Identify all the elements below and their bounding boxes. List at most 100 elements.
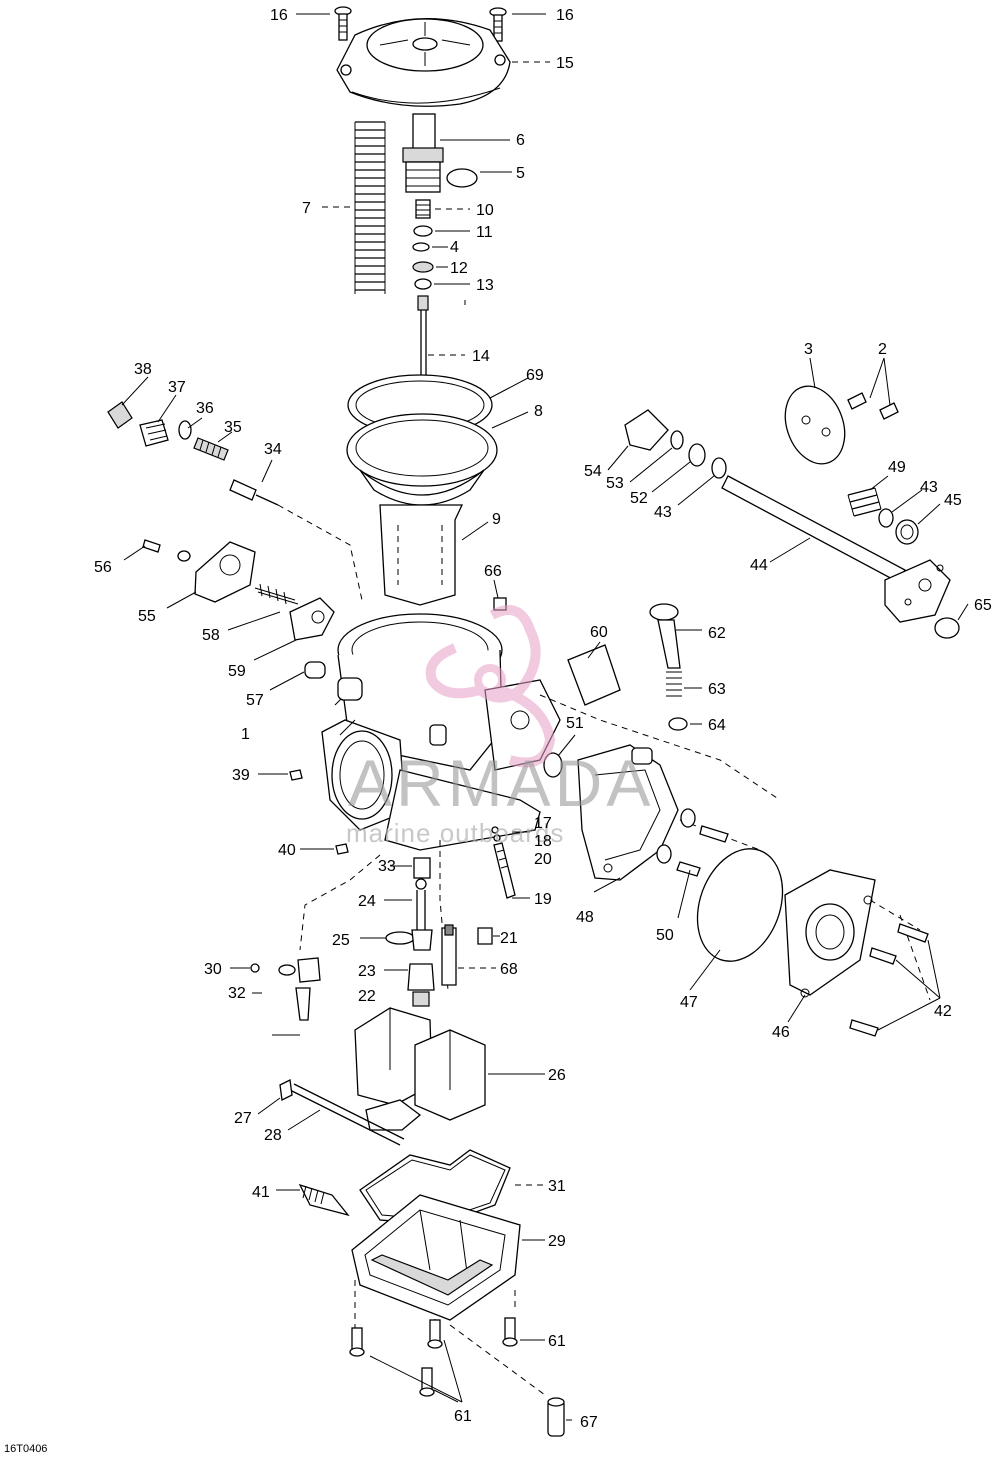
callout-27: 27 — [234, 1110, 252, 1127]
callout-61-right: 61 — [548, 1333, 566, 1350]
callout-1: 1 — [241, 726, 250, 743]
callout-51: 51 — [566, 715, 584, 732]
pump-diaphragm — [696, 848, 784, 962]
callout-34: 34 — [264, 441, 282, 458]
callout-65: 65 — [974, 597, 992, 614]
callout-16: 16 — [270, 7, 288, 24]
callout-30: 30 — [204, 961, 222, 978]
callout-42: 42 — [934, 1003, 952, 1020]
callout-56: 56 — [94, 559, 112, 576]
idle-screw-group — [107, 401, 363, 601]
callout-44: 44 — [750, 557, 768, 574]
callout-24: 24 — [358, 893, 376, 910]
throttle-shaft — [721, 475, 951, 623]
callout-20: 20 — [534, 851, 552, 868]
choke-plunger-group — [142, 539, 335, 679]
carburetor-body — [321, 597, 561, 851]
watermark-brand: ARMADA — [348, 746, 654, 820]
callout-66: 66 — [484, 563, 502, 580]
callout-10: 10 — [476, 202, 494, 219]
callout-43-left: 43 — [654, 504, 672, 521]
callout-38: 38 — [134, 361, 152, 378]
main-spring — [354, 121, 386, 294]
callout-3: 3 — [804, 341, 813, 358]
callout-60: 60 — [590, 624, 608, 641]
callout-37: 37 — [168, 379, 186, 396]
callout-52: 52 — [630, 490, 648, 507]
callout-32: 32 — [228, 985, 246, 1002]
float-needle-valve — [250, 957, 321, 1036]
float — [279, 1007, 486, 1146]
callout-46: 46 — [772, 1024, 790, 1041]
fuel-inlet-parts — [567, 603, 688, 731]
watermark-tagline: marine outboards — [346, 818, 564, 848]
callout-31: 31 — [548, 1178, 566, 1195]
callout-57: 57 — [246, 692, 264, 709]
callout-9: 9 — [492, 511, 501, 528]
callout-22: 22 — [358, 988, 376, 1005]
callout-4: 4 — [450, 239, 459, 256]
callout-69: 69 — [526, 367, 544, 384]
callout-25: 25 — [332, 932, 350, 949]
callout-50: 50 — [656, 927, 674, 944]
callout-26: 26 — [548, 1067, 566, 1084]
screw-40 — [335, 843, 349, 855]
needle-holder — [402, 113, 444, 193]
callout-12: 12 — [450, 260, 468, 277]
callout-39: 39 — [232, 767, 250, 784]
callout-43-right: 43 — [920, 479, 938, 496]
callout-48: 48 — [576, 909, 594, 926]
watermark-logo — [425, 605, 556, 768]
callout-64: 64 — [708, 717, 726, 734]
callout-leaders — [121, 13, 969, 1421]
bowl-screws — [349, 1317, 518, 1397]
callout-36: 36 — [196, 400, 214, 417]
callout-29: 29 — [548, 1233, 566, 1250]
callout-67: 67 — [580, 1414, 598, 1431]
bowl-plug — [547, 1397, 565, 1437]
callout-61-bottom: 61 — [454, 1408, 472, 1425]
callout-49: 49 — [888, 459, 906, 476]
callout-5: 5 — [516, 165, 525, 182]
top-cover — [336, 18, 511, 107]
callout-14: 14 — [472, 348, 490, 365]
callout-18: 18 — [534, 833, 552, 850]
watermark: ARMADA marine outboards — [346, 605, 654, 848]
callout-33: 33 — [378, 858, 396, 875]
callout-16-right: 16 — [556, 7, 574, 24]
needle-small-parts — [412, 199, 434, 290]
return-spring — [847, 487, 919, 545]
float-bowl — [351, 1194, 521, 1321]
callout-63: 63 — [708, 681, 726, 698]
pilot-screw — [491, 826, 516, 899]
screw-top-right — [489, 7, 507, 42]
shaft-bushings — [624, 409, 727, 479]
callout-47: 47 — [680, 994, 698, 1011]
callout-58: 58 — [202, 627, 220, 644]
drain-screw — [298, 1183, 350, 1217]
callout-23: 23 — [358, 963, 376, 980]
callout-68: 68 — [500, 961, 518, 978]
jet-components — [385, 857, 493, 1007]
callout-6: 6 — [516, 132, 525, 149]
fuel-pump-body — [577, 744, 696, 881]
callout-40: 40 — [278, 842, 296, 859]
parts-drawing — [107, 6, 969, 1437]
screw-39 — [289, 769, 303, 781]
callout-55: 55 — [138, 608, 156, 625]
o-ring-51 — [543, 752, 563, 778]
callout-41: 41 — [252, 1184, 270, 1201]
throttle-plate — [784, 385, 899, 465]
callout-13: 13 — [476, 277, 494, 294]
callout-59: 59 — [228, 663, 246, 680]
callout-2: 2 — [878, 341, 887, 358]
callout-11: 11 — [476, 224, 493, 241]
callout-45: 45 — [944, 492, 962, 509]
shaft-cap — [934, 617, 960, 639]
diaphragm — [346, 374, 498, 506]
callout-7: 7 — [302, 200, 311, 217]
callout-28: 28 — [264, 1127, 282, 1144]
callout-labels: 16 16 15 6 5 7 10 11 4 12 13 14 69 8 9 3… — [94, 7, 992, 1431]
